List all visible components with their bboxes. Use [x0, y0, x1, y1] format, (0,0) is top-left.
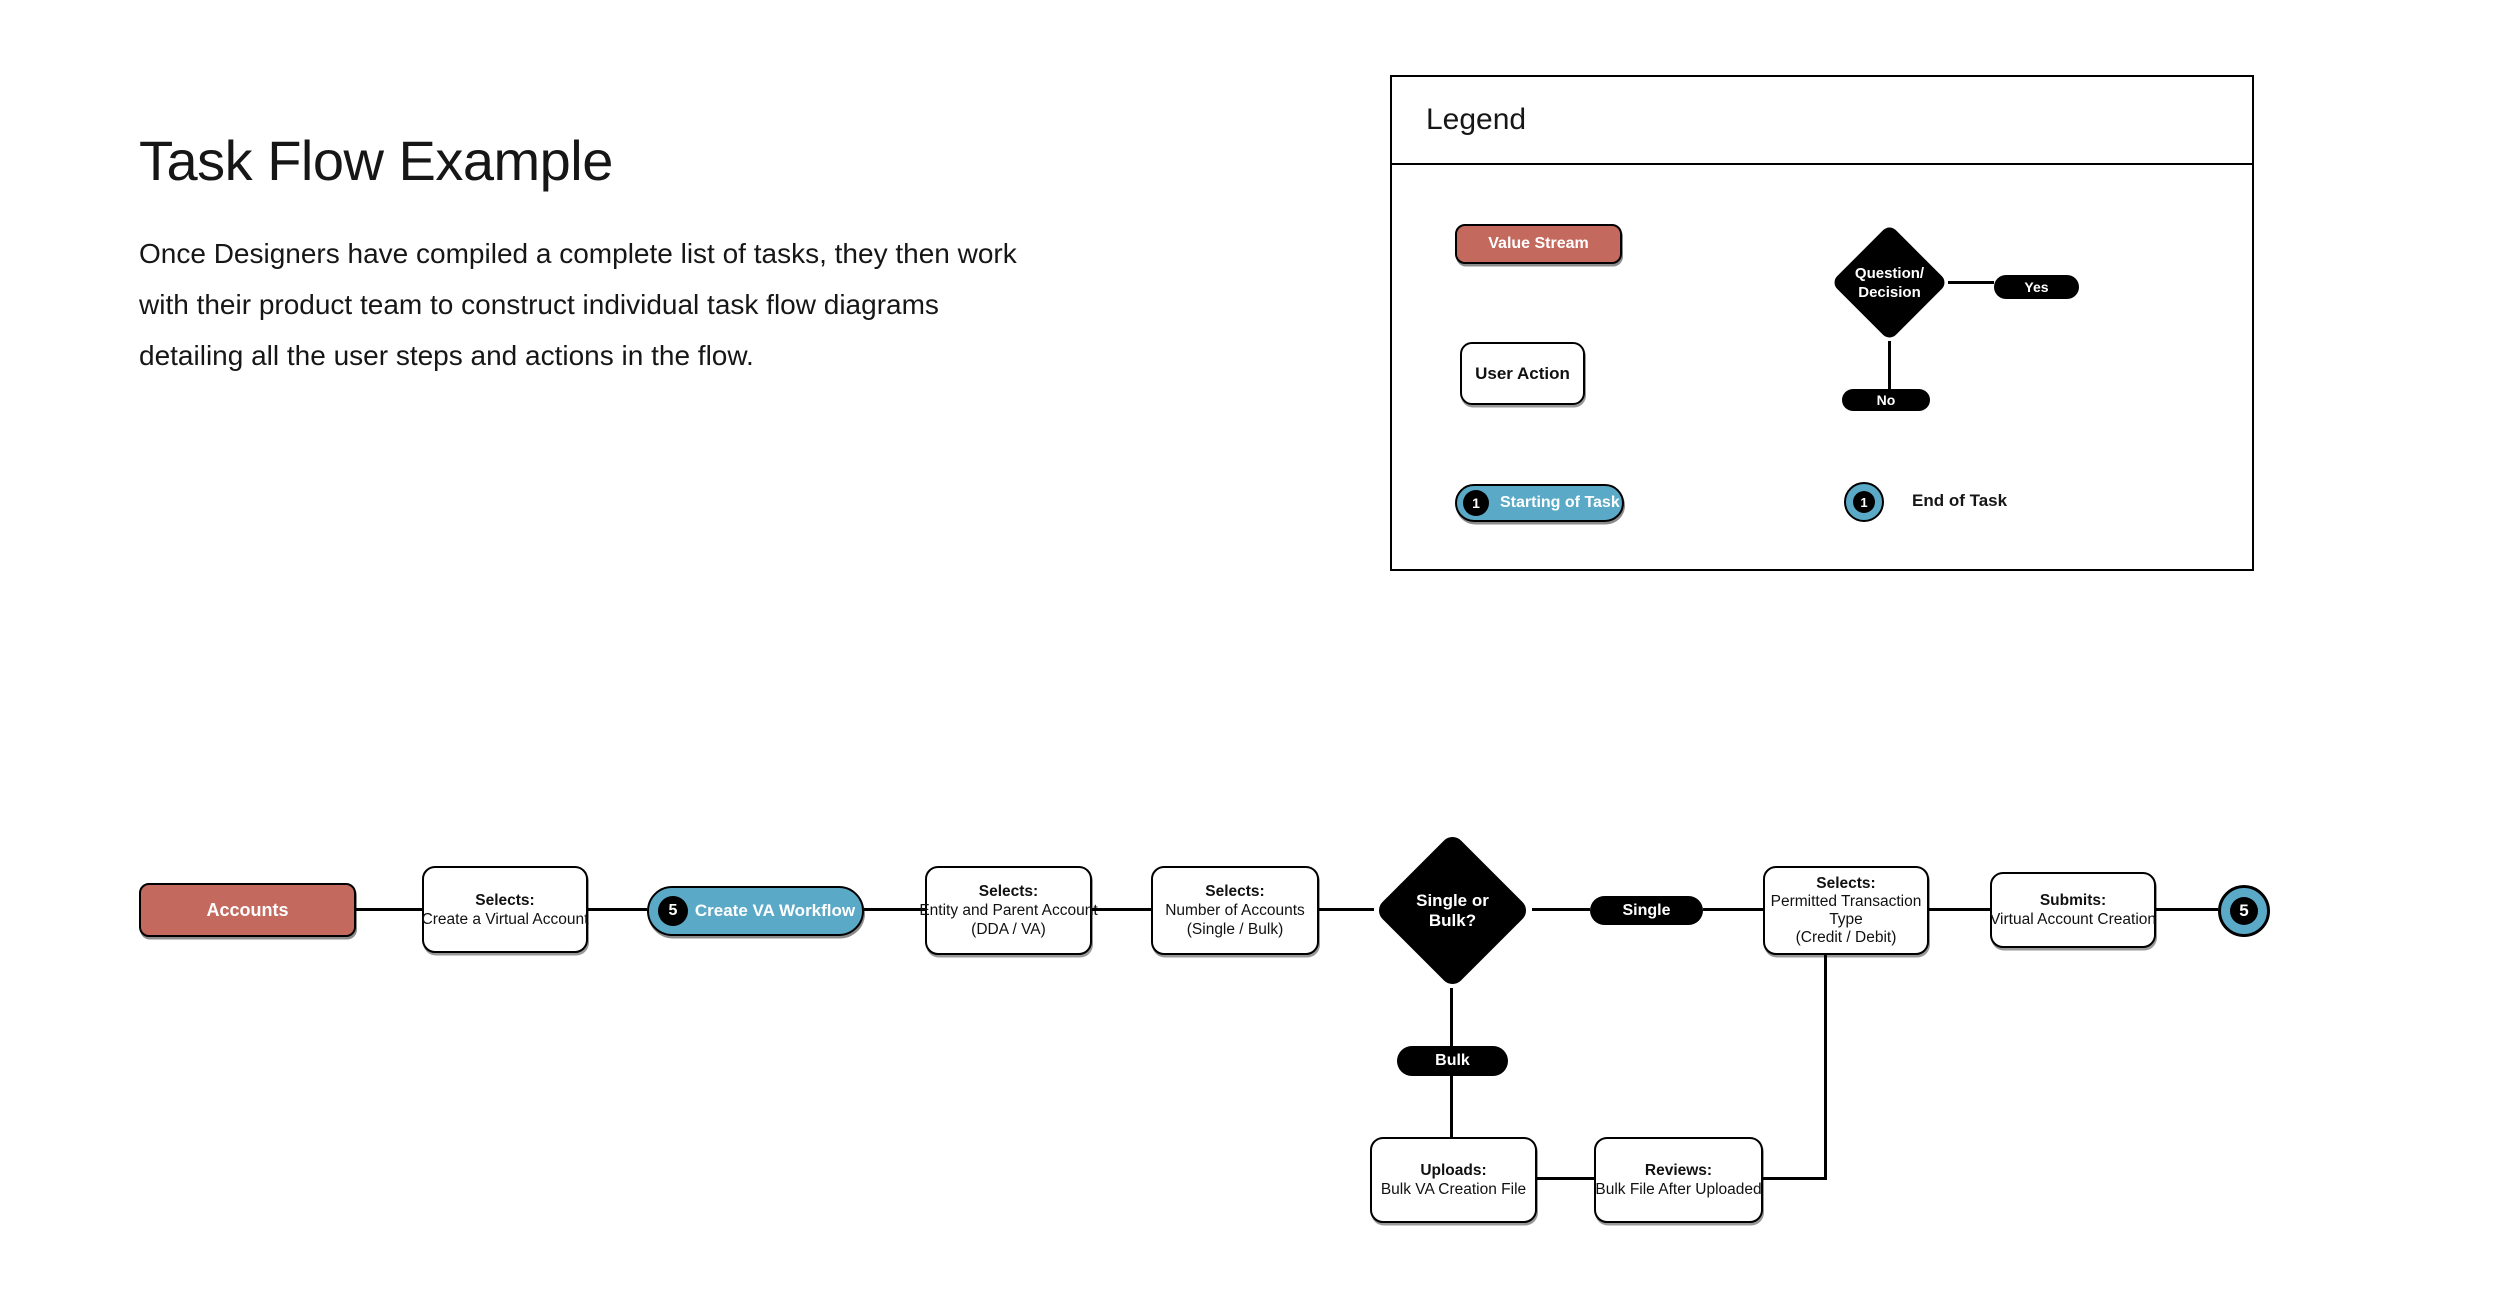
node-line: Virtual Account Creation [1990, 911, 2157, 928]
node-heading: Selects: [1816, 874, 1876, 892]
decision-label: Single or Bulk? [1416, 890, 1489, 930]
flow-connector [1092, 908, 1151, 911]
flow-connector [1824, 955, 1827, 1180]
bulk-label: Bulk [1435, 1052, 1470, 1069]
description-line: detailing all the user steps and actions… [139, 340, 754, 371]
legend-user-action-swatch[interactable]: User Action [1460, 342, 1585, 405]
node-line: Number of Accounts [1165, 902, 1305, 919]
single-label: Single [1622, 901, 1671, 919]
legend-header: Legend [1392, 77, 2252, 165]
node-line: (Credit / Debit) [1795, 928, 1897, 946]
workflow-label: Create VA Workflow [694, 901, 856, 920]
legend-start-label: Starting of Task [1500, 494, 1620, 511]
flow-connector [864, 908, 925, 911]
legend-end-number-badge: 1 [1853, 491, 1875, 513]
flow-node-accounts[interactable]: Accounts [139, 883, 356, 937]
legend-yes-connector [1948, 281, 1994, 284]
page-description: Once Designers have compiled a complete … [139, 228, 1017, 381]
node-heading: Selects: [1205, 883, 1265, 900]
legend-end-swatch[interactable]: 1 [1844, 482, 1884, 522]
flow-branch-bulk-pill[interactable]: Bulk [1397, 1046, 1508, 1076]
legend-decision-line1: Question/ [1854, 264, 1925, 282]
flow-node-entity-parent[interactable]: Selects: Entity and Parent Account (DDA … [919, 866, 1098, 955]
step-number-badge: 5 [658, 896, 688, 926]
flow-node-uploads-bulk-file[interactable]: Uploads: Bulk VA Creation File [1370, 1137, 1537, 1223]
legend-user-action-label: User Action [1475, 364, 1570, 383]
flow-branch-single-pill[interactable]: Single [1590, 896, 1703, 925]
end-number-badge: 5 [2230, 897, 2258, 925]
flow-connector [588, 908, 647, 911]
legend-no-label: No [1876, 392, 1896, 408]
legend-yes-label: Yes [2024, 279, 2049, 295]
flow-node-single-or-bulk-decision[interactable]: Single or Bulk? [1374, 832, 1531, 989]
flow-node-create-va-workflow[interactable]: 5 Create VA Workflow [647, 886, 864, 936]
legend-no-connector [1888, 341, 1891, 389]
legend-title: Legend [1426, 103, 1527, 136]
flow-connector [1929, 908, 1990, 911]
flow-connector [1532, 908, 1590, 911]
flow-connector [356, 908, 422, 911]
description-line: with their product team to construct ind… [139, 289, 939, 320]
legend-panel: Legend Value Stream User Action Question… [1390, 75, 2254, 571]
flow-node-reviews-bulk-file[interactable]: Reviews: Bulk File After Uploaded [1594, 1137, 1763, 1223]
flow-node-end-of-task[interactable]: 5 [2218, 885, 2270, 937]
node-heading: Reviews: [1644, 1162, 1713, 1179]
flow-node-create-va[interactable]: Selects: Create a Virtual Account [422, 866, 588, 953]
legend-value-stream-swatch[interactable]: Value Stream [1455, 224, 1622, 264]
flow-node-number-of-accounts[interactable]: Selects: Number of Accounts (Single / Bu… [1151, 866, 1319, 955]
flow-connector [1703, 908, 1763, 911]
flow-node-submits-creation[interactable]: Submits: Virtual Account Creation [1990, 872, 2156, 948]
legend-no-pill[interactable]: No [1842, 389, 1930, 411]
node-line: Bulk VA Creation File [1380, 1181, 1527, 1198]
flow-connector [2156, 908, 2218, 911]
flow-connector [1763, 1177, 1827, 1180]
legend-start-swatch[interactable]: 1 Starting of Task [1455, 484, 1624, 522]
node-heading: Selects: [978, 883, 1039, 900]
legend-end-label: End of Task [1912, 491, 2008, 510]
flow-connector [1319, 908, 1374, 911]
flow-node-permitted-transaction[interactable]: Selects: Permitted Transaction Type (Cre… [1763, 866, 1929, 955]
legend-start-number-badge: 1 [1463, 490, 1489, 516]
node-line: Permitted Transaction [1770, 892, 1922, 910]
legend-value-stream-label: Value Stream [1488, 235, 1589, 252]
legend-decision-line2: Decision [1858, 283, 1921, 301]
node-line: Bulk File After Uploaded [1595, 1181, 1762, 1198]
flow-connector [1537, 1177, 1594, 1180]
node-line: Type [1829, 910, 1863, 928]
node-line: Entity and Parent Account [919, 902, 1098, 919]
node-heading: Uploads: [1420, 1162, 1487, 1179]
description-line: Once Designers have compiled a complete … [139, 238, 1017, 269]
legend-yes-pill[interactable]: Yes [1994, 275, 2079, 299]
accounts-label: Accounts [206, 899, 289, 920]
node-heading: Selects: [475, 891, 535, 909]
node-heading: Submits: [2039, 892, 2107, 909]
legend-decision-swatch[interactable]: Question/ Decision [1830, 223, 1949, 342]
node-line: (DDA / VA) [971, 921, 1046, 938]
node-line: Create a Virtual Account [421, 910, 589, 928]
node-line: (Single / Bulk) [1186, 921, 1284, 938]
page-title: Task Flow Example [139, 129, 613, 192]
